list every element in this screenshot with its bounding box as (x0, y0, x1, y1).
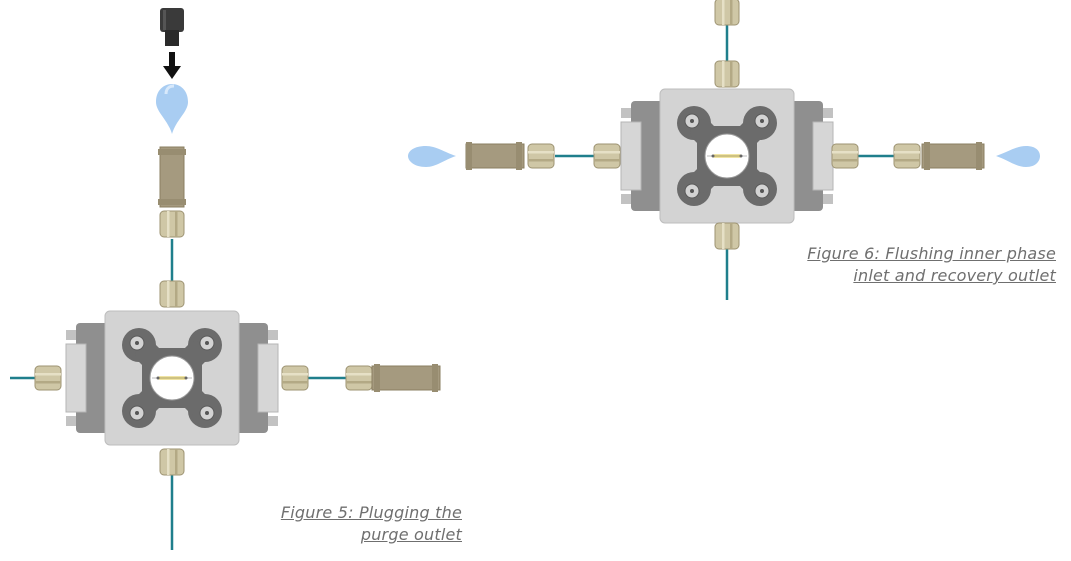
fitting-icon (714, 60, 740, 88)
figure-5-diagram (10, 8, 441, 550)
droplet-icon (996, 146, 1040, 167)
figure-5-caption: Figure 5: Plugging the purge outlet (200, 502, 462, 546)
plug-fitting-top-icon (158, 146, 186, 238)
droplet-icon (154, 82, 190, 136)
figure-6-diagram (408, 0, 1040, 300)
fitting-icon (831, 143, 859, 169)
arrow-down-icon (163, 52, 181, 79)
outlet-fitting-right-icon (893, 142, 985, 170)
fitting-icon (159, 448, 185, 476)
caption-line: Figure 5: Plugging the (280, 503, 462, 522)
fitting-icon (714, 0, 740, 26)
outlet-fitting-left-icon (465, 142, 555, 170)
figure-6-caption: Figure 6: Flushing inner phase inlet and… (740, 243, 1056, 287)
chip-holder-icon (620, 88, 834, 224)
caption-line: purge outlet (360, 525, 462, 544)
caption-line: inlet and recovery outlet (853, 266, 1056, 285)
fitting-icon (593, 143, 621, 169)
fitting-icon (281, 365, 309, 391)
plug-cap-icon (160, 8, 184, 46)
fitting-icon (159, 280, 185, 308)
fitting-icon (714, 222, 740, 250)
droplet-icon (408, 146, 456, 167)
chip-holder-icon (65, 310, 279, 446)
caption-line: Figure 6: Flushing inner phase (807, 244, 1056, 263)
fitting-icon (34, 365, 62, 391)
plug-fitting-right-icon (345, 364, 441, 392)
